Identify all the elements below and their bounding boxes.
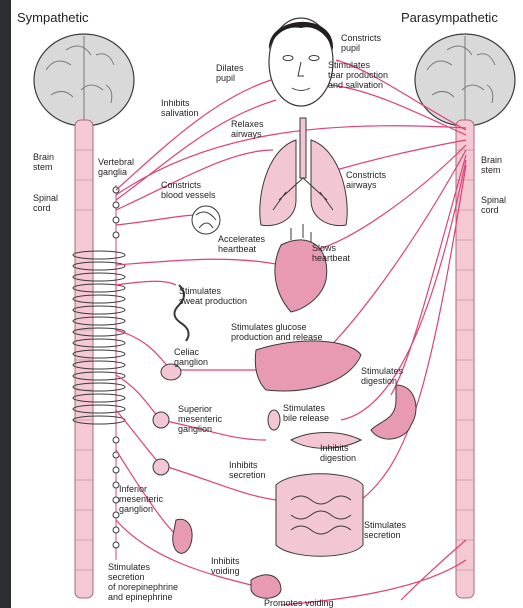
superior-mesenteric-shape: [153, 412, 169, 428]
kidney: [173, 519, 192, 553]
superior-mesenteric-label: Superior mesenteric ganglion: [178, 404, 222, 434]
brain-stem-left-label: Brain stem: [33, 152, 54, 172]
inhibits-secretion-label: Inhibits secretion: [229, 460, 266, 480]
relaxes-airways-label: Relaxes airways: [231, 119, 264, 139]
diagram-panel: Sympathetic Parasympathetic Brain stem V…: [11, 0, 523, 608]
promotes-voiding-label: Promotes voiding: [264, 598, 334, 608]
constricts-blood-vessels-label: Constricts blood vessels: [161, 180, 216, 200]
head: [269, 18, 333, 106]
stimulates-digestion-label: Stimulates digestion: [361, 366, 403, 386]
sympathetic-header: Sympathetic: [17, 10, 89, 25]
vertebral-ganglia-label: Vertebral ganglia: [98, 157, 134, 177]
parasympathetic-header: Parasympathetic: [401, 10, 498, 25]
inferior-mesenteric-shape: [153, 459, 169, 475]
stimulates-tear-label: Stimulates tear production and salivatio…: [328, 60, 388, 90]
stimulates-sweat-label: Stimulates sweat production: [179, 286, 247, 306]
bladder: [251, 575, 281, 598]
intestines: [276, 474, 363, 557]
left-brain: [34, 34, 134, 126]
nervous-system-illustration: [11, 0, 523, 608]
constricts-airways-label: Constricts airways: [346, 170, 386, 190]
celiac-ganglion-label: Celiac ganglion: [174, 347, 208, 367]
stimulates-glucose-label: Stimulates glucose production and releas…: [231, 322, 323, 342]
slows-heartbeat-label: Slows heartbeat: [312, 243, 350, 263]
spinal-cord-right-label: Spinal cord: [481, 195, 506, 215]
stimulates-norepinephrine-label: Stimulates secretion of norepinephrine a…: [108, 562, 178, 602]
accelerates-heartbeat-label: Accelerates heartbeat: [218, 234, 265, 254]
spinal-cord-left-label: Spinal cord: [33, 193, 58, 213]
dilates-pupil-label: Dilates pupil: [216, 63, 244, 83]
stimulates-secretion-label: Stimulates secretion: [364, 520, 406, 540]
inhibits-digestion-label: Inhibits digestion: [320, 443, 356, 463]
stimulates-bile-label: Stimulates bile release: [283, 403, 329, 423]
inhibits-salivation-label: Inhibits salivation: [161, 98, 199, 118]
left-spinal-cord: [75, 120, 93, 598]
inferior-mesenteric-label: Inferior mesenteric ganglion: [119, 484, 163, 514]
inhibits-voiding-label: Inhibits voiding: [211, 556, 240, 576]
constricts-pupil-label: Constricts pupil: [341, 33, 381, 53]
liver: [255, 341, 361, 391]
brain-stem-right-label: Brain stem: [481, 155, 502, 175]
right-brain: [415, 34, 515, 126]
gallbladder: [268, 410, 280, 430]
stomach: [371, 385, 416, 439]
